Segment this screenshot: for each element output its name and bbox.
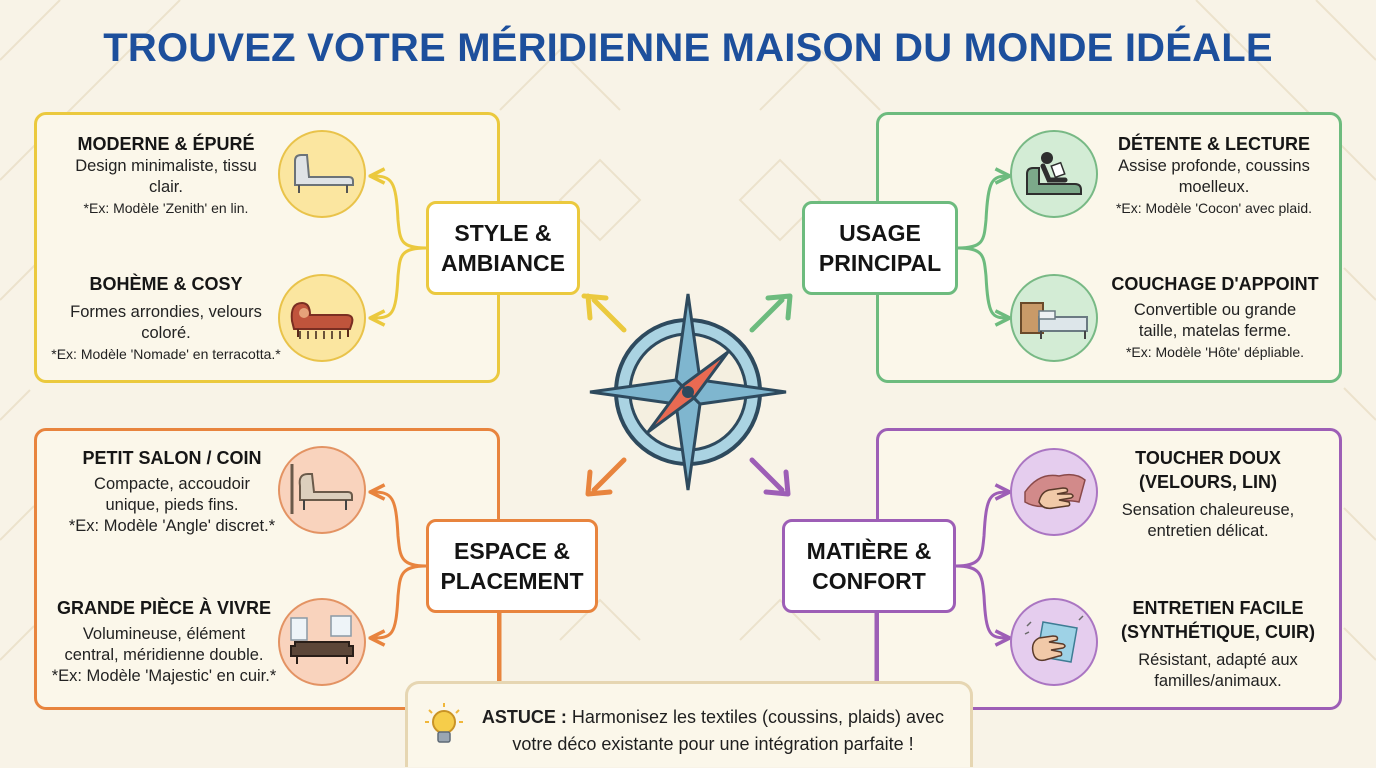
hub-usage-principal[interactable]: USAGE PRINCIPAL bbox=[802, 201, 958, 295]
living-room-icon bbox=[278, 598, 366, 686]
tip-line: Harmonisez les textiles (coussins, plaid… bbox=[566, 707, 945, 727]
compass-icon bbox=[589, 293, 787, 491]
hub-line: STYLE & bbox=[454, 220, 552, 246]
item-example: *Ex: Modèle 'Majestic' en cuir.* bbox=[51, 667, 277, 685]
modern-chaise-icon bbox=[278, 130, 366, 218]
hub-line: CONFORT bbox=[812, 568, 926, 594]
page-title: TROUVEZ VOTRE MÉRIDIENNE MAISON DU MONDE… bbox=[103, 26, 1273, 70]
item-desc: clair. bbox=[149, 178, 183, 196]
corner-chaise-icon bbox=[278, 446, 366, 534]
hub-line: ESPACE & bbox=[454, 538, 570, 564]
item-example: *Ex: Modèle 'Hôte' dépliable. bbox=[1125, 344, 1305, 360]
item-desc: Design minimaliste, tissu bbox=[75, 157, 257, 175]
hub-line: USAGE bbox=[839, 220, 921, 246]
item-petit-salon-coin: PETIT SALON / COIN Compacte, accoudoir u… bbox=[48, 446, 296, 537]
hub-line: AMBIANCE bbox=[441, 250, 565, 276]
item-example: *Ex: Modèle 'Nomade' en terracotta.* bbox=[51, 346, 281, 362]
item-desc: moelleux. bbox=[1178, 178, 1250, 196]
item-title: GRANDE PIÈCE À VIVRE bbox=[56, 598, 272, 618]
item-grande-piece: GRANDE PIÈCE À VIVRE Volumineuse, élémen… bbox=[38, 596, 290, 687]
item-desc: Volumineuse, élément bbox=[82, 625, 246, 643]
hub-line: PLACEMENT bbox=[440, 568, 584, 594]
item-desc: entretien délicat. bbox=[1147, 522, 1269, 540]
hub-line: PRINCIPAL bbox=[818, 250, 942, 276]
reading-person-icon bbox=[1010, 130, 1098, 218]
item-desc: Sensation chaleureuse, bbox=[1121, 501, 1295, 519]
item-desc: familles/animaux. bbox=[1154, 672, 1282, 690]
item-title: (SYNTHÉTIQUE, CUIR) bbox=[1120, 622, 1315, 642]
hub-style-ambiance[interactable]: STYLE & AMBIANCE bbox=[426, 201, 580, 295]
item-desc: Convertible ou grande bbox=[1133, 301, 1297, 319]
hub-line: MATIÈRE & bbox=[806, 538, 932, 564]
lightbulb-icon bbox=[425, 703, 463, 743]
item-title: PETIT SALON / COIN bbox=[82, 448, 262, 468]
tip-label: ASTUCE : bbox=[481, 707, 567, 727]
item-title: DÉTENTE & LECTURE bbox=[1117, 134, 1310, 154]
item-boheme-cosy: BOHÈME & COSY Formes arrondies, velours … bbox=[38, 272, 294, 365]
item-example: *Ex: Modèle 'Cocon' avec plaid. bbox=[1115, 200, 1312, 216]
item-desc: coloré. bbox=[141, 324, 191, 342]
item-moderne-epure: MODERNE & ÉPURÉ Design minimaliste, tiss… bbox=[56, 132, 276, 219]
item-example: *Ex: Modèle 'Angle' discret.* bbox=[68, 517, 276, 535]
tip-box: ASTUCE : Harmonisez les textiles (coussi… bbox=[405, 681, 973, 767]
item-title: ENTRETIEN FACILE bbox=[1132, 598, 1304, 618]
item-title: (VELOURS, LIN) bbox=[1139, 472, 1277, 492]
item-desc: central, méridienne double. bbox=[64, 646, 264, 664]
item-couchage-appoint: COUCHAGE D'APPOINT Convertible ou grande… bbox=[1100, 272, 1330, 363]
hub-espace-placement[interactable]: ESPACE & PLACEMENT bbox=[426, 519, 598, 613]
item-desc: Compacte, accoudoir bbox=[94, 475, 250, 493]
item-desc: Assise profonde, coussins bbox=[1118, 157, 1310, 175]
sofa-bed-icon bbox=[1010, 274, 1098, 362]
item-example: *Ex: Modèle 'Zenith' en lin. bbox=[83, 200, 249, 216]
item-desc: taille, matelas ferme. bbox=[1138, 322, 1292, 340]
item-title: BOHÈME & COSY bbox=[89, 274, 243, 294]
tip-line: votre déco existante pour une intégratio… bbox=[512, 734, 914, 754]
hub-matiere-confort[interactable]: MATIÈRE & CONFORT bbox=[782, 519, 956, 613]
item-detente-lecture: DÉTENTE & LECTURE Assise profonde, couss… bbox=[1100, 132, 1328, 219]
item-title: COUCHAGE D'APPOINT bbox=[1111, 274, 1319, 294]
boho-chaise-icon bbox=[278, 274, 366, 362]
item-toucher-doux: TOUCHER DOUX (VELOURS, LIN) Sensation ch… bbox=[1100, 446, 1316, 542]
tip-text: ASTUCE : Harmonisez les textiles (coussi… bbox=[468, 704, 958, 758]
soft-touch-hand-icon bbox=[1010, 448, 1098, 536]
cleaning-cloth-icon bbox=[1010, 598, 1098, 686]
item-desc: Résistant, adapté aux bbox=[1138, 651, 1298, 669]
item-entretien-facile: ENTRETIEN FACILE (SYNTHÉTIQUE, CUIR) Rés… bbox=[1100, 596, 1336, 692]
item-desc: unique, pieds fins. bbox=[105, 496, 239, 514]
item-desc: Formes arrondies, velours bbox=[70, 303, 262, 321]
item-title: MODERNE & ÉPURÉ bbox=[77, 134, 255, 154]
item-title: TOUCHER DOUX bbox=[1135, 448, 1281, 468]
